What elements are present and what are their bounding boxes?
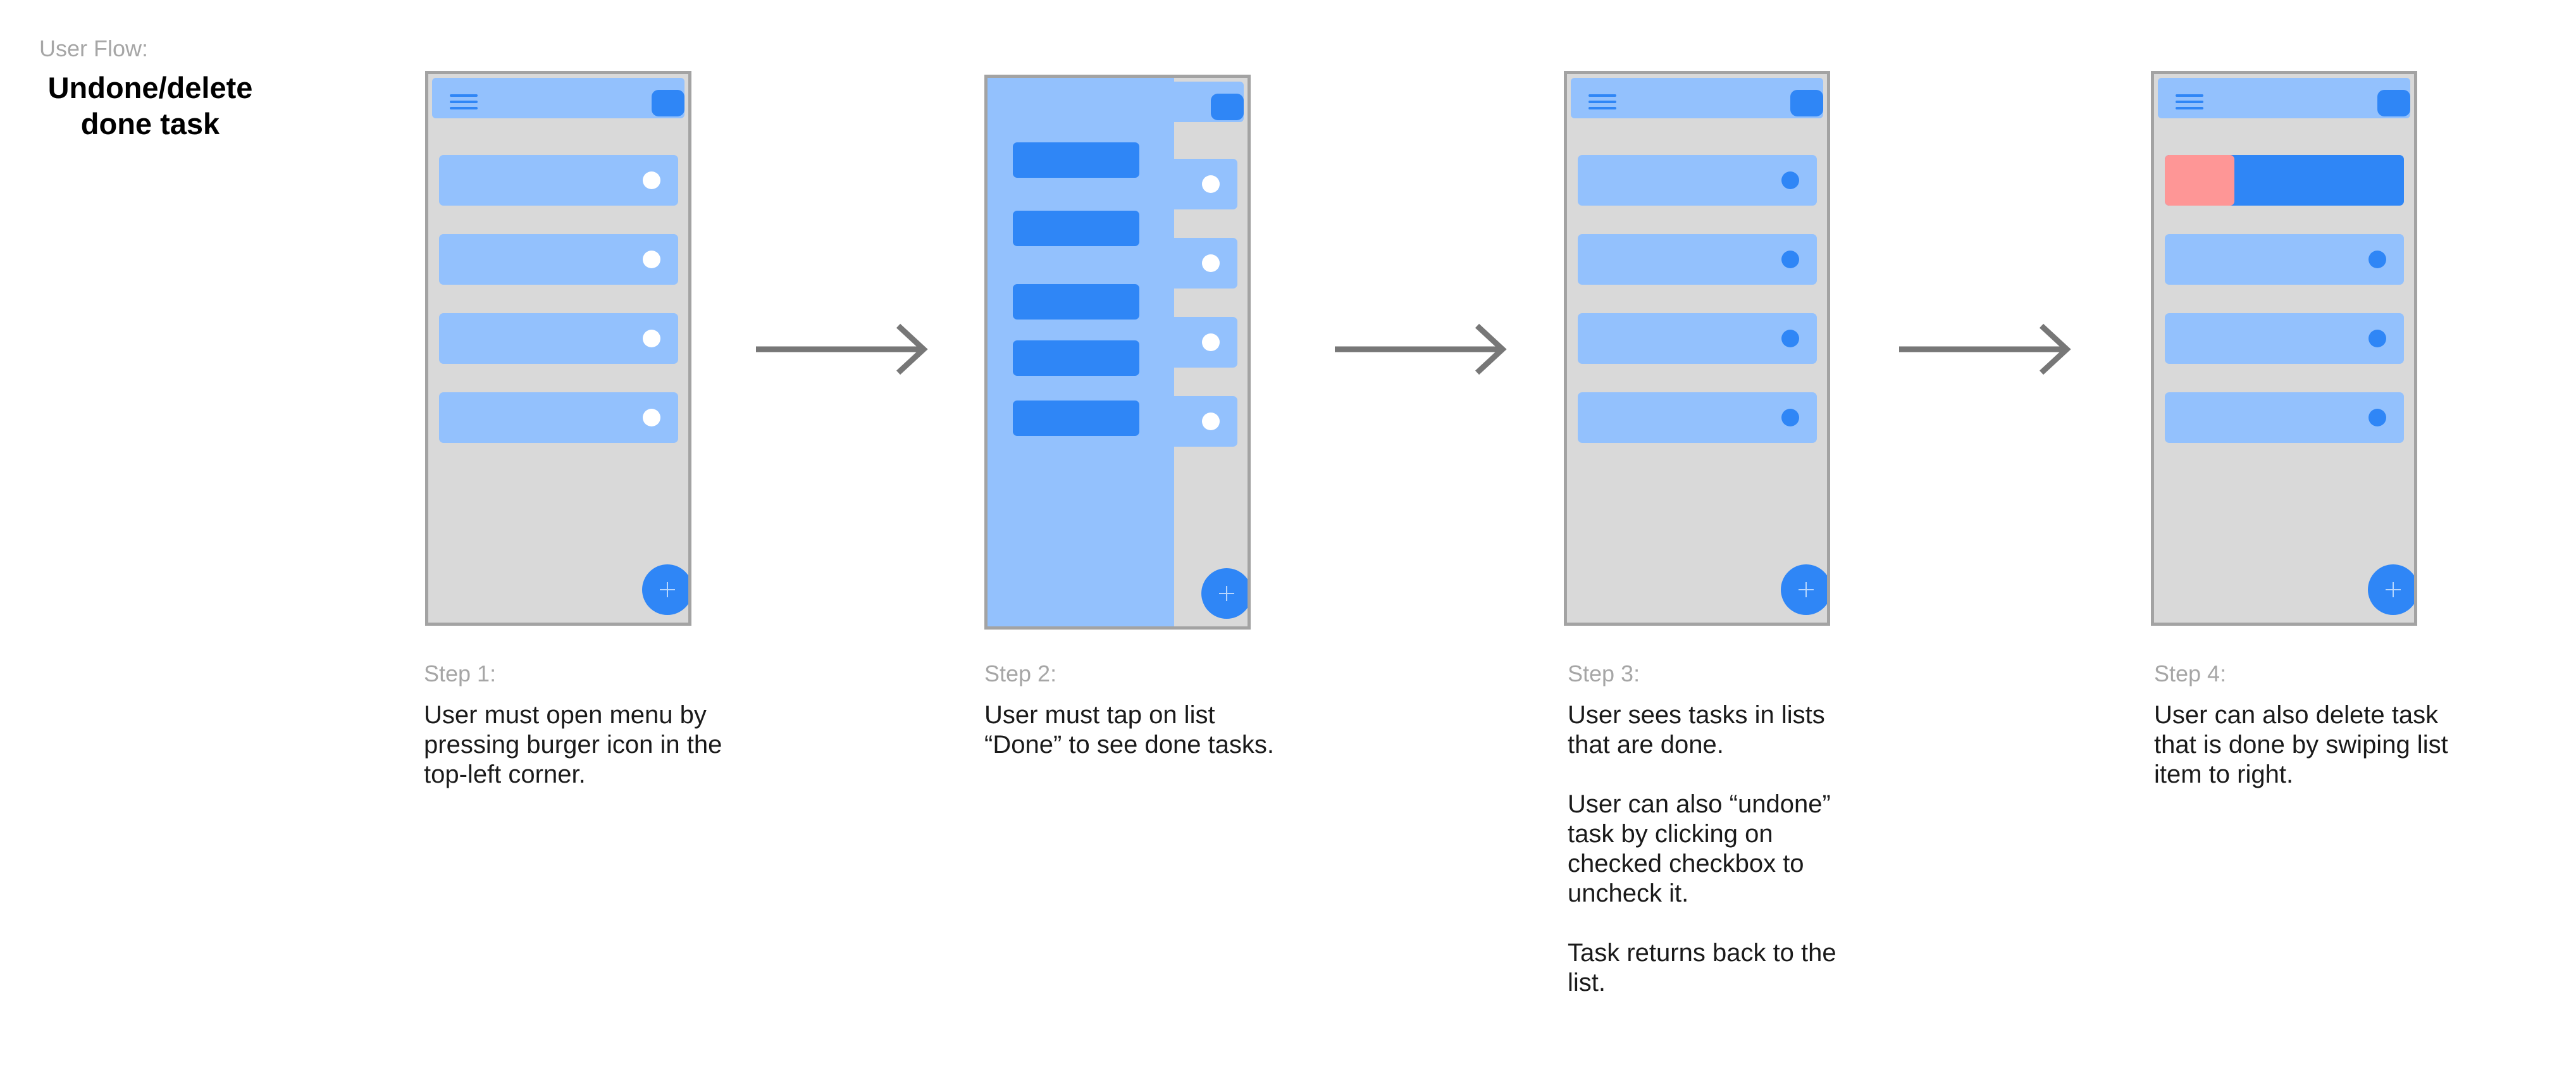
checkbox[interactable] <box>1202 413 1220 430</box>
done-task-item[interactable] <box>1578 313 1817 364</box>
done-task-item[interactable] <box>1578 155 1817 206</box>
menu-item-done[interactable] <box>1013 284 1139 320</box>
checked-checkbox[interactable] <box>1781 330 1799 347</box>
top-bar <box>1571 78 1823 118</box>
checkbox[interactable] <box>1202 333 1220 351</box>
flow-label: User Flow: <box>39 35 149 61</box>
checkbox[interactable] <box>643 171 660 189</box>
done-task-item[interactable] <box>1578 392 1817 443</box>
step-4-screen <box>2151 71 2417 626</box>
done-task-item[interactable] <box>2165 392 2404 443</box>
step-3-description: User sees tasks in lists that are done. … <box>1568 700 1846 1028</box>
profile-button[interactable] <box>1211 94 1244 120</box>
step-3-text: User can also “undone” task by clicking … <box>1568 790 1831 907</box>
step-3-text: Task returns back to the list. <box>1568 939 1836 997</box>
arrow-right-icon <box>1899 323 2071 375</box>
done-task-item[interactable] <box>2165 234 2404 285</box>
step-3-label: Step 3: <box>1568 661 1640 686</box>
top-bar <box>2158 78 2410 118</box>
step-4-text: User can also delete task that is done b… <box>2154 701 2448 788</box>
step-3-screen <box>1564 71 1830 626</box>
checkbox[interactable] <box>1202 254 1220 272</box>
checked-checkbox[interactable] <box>1781 409 1799 426</box>
checkbox[interactable] <box>643 330 660 347</box>
profile-button[interactable] <box>652 90 684 116</box>
add-task-button[interactable] <box>2368 564 2414 615</box>
top-bar <box>432 78 684 118</box>
menu-item[interactable] <box>1013 142 1139 178</box>
task-item[interactable] <box>439 234 678 285</box>
menu-item[interactable] <box>1013 340 1139 376</box>
step-2-label: Step 2: <box>984 661 1057 686</box>
task-item[interactable] <box>439 155 678 206</box>
side-menu-drawer <box>988 78 1174 626</box>
step-4-label: Step 4: <box>2154 661 2227 686</box>
step-2-text: User must tap on list “Done” to see done… <box>984 701 1275 759</box>
swiped-task-item[interactable] <box>2165 155 2404 206</box>
arrow-right-icon <box>756 323 928 375</box>
step-2-screen <box>984 75 1251 630</box>
step-4-description: User can also delete task that is done b… <box>2154 700 2470 819</box>
step-1-text: User must open menu by pressing burger i… <box>424 701 722 788</box>
step-1-label: Step 1: <box>424 661 497 686</box>
burger-icon[interactable] <box>1588 94 1616 112</box>
checked-checkbox[interactable] <box>2369 251 2386 268</box>
checked-checkbox[interactable] <box>1781 171 1799 189</box>
checked-checkbox[interactable] <box>1781 251 1799 268</box>
checkbox[interactable] <box>643 251 660 268</box>
delete-area[interactable] <box>2165 155 2234 206</box>
checkbox[interactable] <box>1202 175 1220 193</box>
burger-icon[interactable] <box>450 94 478 112</box>
profile-button[interactable] <box>1790 90 1823 116</box>
profile-button[interactable] <box>2377 90 2410 116</box>
add-task-button[interactable] <box>642 564 688 615</box>
flow-title: Undone/delete done task <box>47 71 253 140</box>
add-task-button[interactable] <box>1201 568 1248 619</box>
done-task-item[interactable] <box>2165 313 2404 364</box>
menu-item[interactable] <box>1013 211 1139 246</box>
burger-icon[interactable] <box>2176 94 2203 112</box>
checkbox[interactable] <box>643 409 660 426</box>
menu-item[interactable] <box>1013 400 1139 436</box>
task-item[interactable] <box>439 392 678 443</box>
add-task-button[interactable] <box>1781 564 1827 615</box>
step-3-text: User sees tasks in lists that are done. <box>1568 701 1825 759</box>
done-task-item[interactable] <box>1578 234 1817 285</box>
checked-checkbox[interactable] <box>2369 409 2386 426</box>
checked-checkbox[interactable] <box>2369 330 2386 347</box>
step-1-screen <box>425 71 691 626</box>
step-1-description: User must open menu by pressing burger i… <box>424 700 728 819</box>
arrow-right-icon <box>1335 323 1507 375</box>
task-item[interactable] <box>439 313 678 364</box>
step-2-description: User must tap on list “Done” to see done… <box>984 700 1288 790</box>
